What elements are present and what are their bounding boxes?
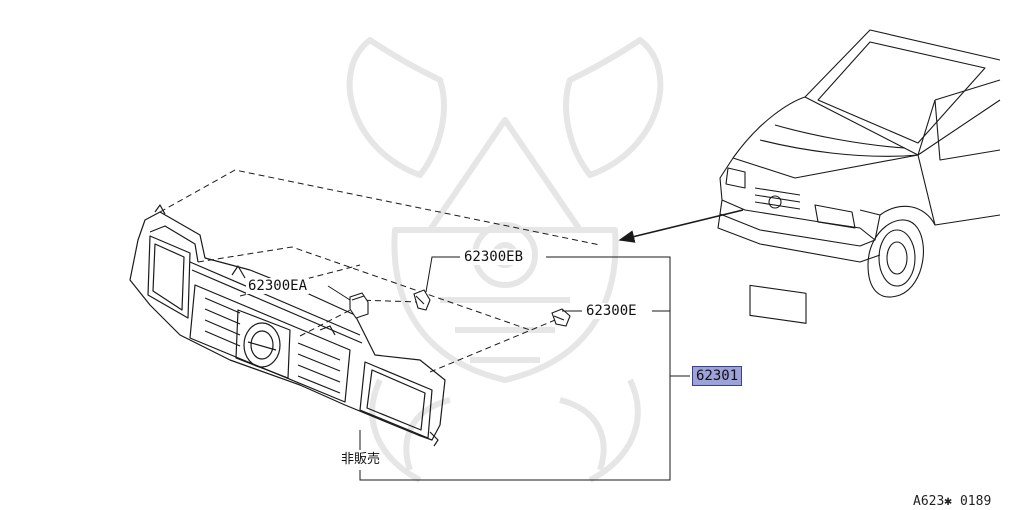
clip-62300ea — [349, 292, 369, 319]
part-label-62300eb[interactable]: 62300EB — [462, 249, 526, 265]
pickup-truck-front-icon — [717, 29, 1001, 324]
part-label-62300ea[interactable]: 62300EA — [246, 278, 310, 294]
part-label-62300e[interactable]: 62300E — [584, 303, 639, 319]
not-sold-note: 非販売 — [341, 452, 381, 467]
grille-drawing — [129, 204, 446, 447]
guide-lines — [159, 169, 601, 373]
part-label-62301-highlighted[interactable]: 62301 — [692, 366, 743, 386]
reference-arrow — [618, 209, 744, 243]
clip-62300e — [551, 308, 571, 327]
samurai-helmet-watermark-icon — [346, 37, 664, 483]
leader-lines — [327, 256, 690, 481]
figure-code: A623✱ 0189 — [913, 494, 992, 509]
clip-62300eb — [413, 289, 431, 311]
